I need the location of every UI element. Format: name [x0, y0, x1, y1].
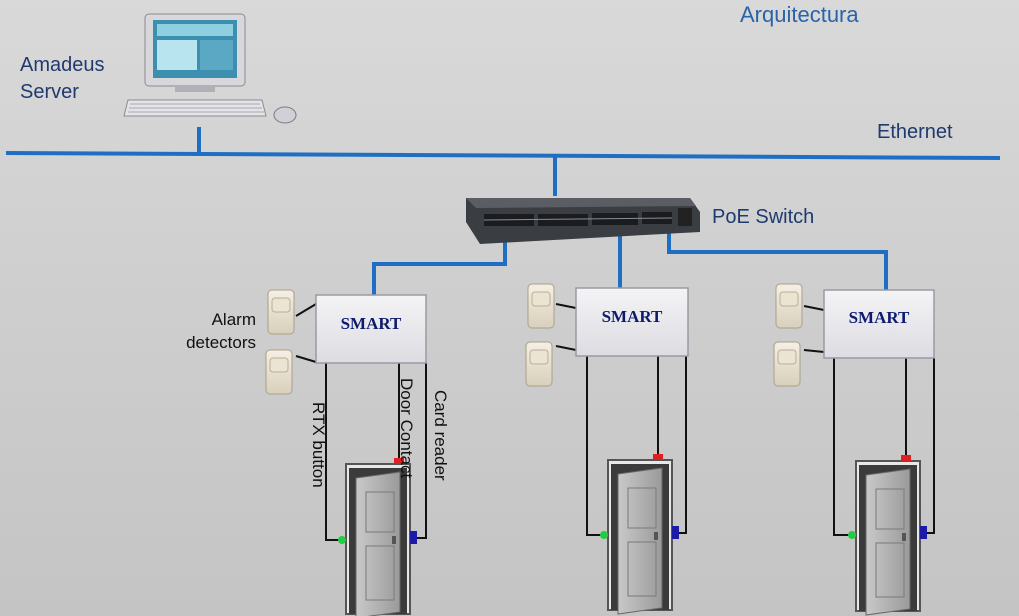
door-contact-sensor [394, 458, 404, 464]
door-panel [875, 542, 905, 598]
door-label-line2: Contact [397, 419, 416, 479]
door-handle [902, 533, 906, 541]
door-unit-1 [265, 289, 427, 616]
card-reader-device [410, 531, 417, 544]
page-title: Arquitectura [740, 2, 859, 27]
detector-wire [555, 303, 577, 309]
alarm-detector-icon [775, 283, 803, 329]
door-handle [392, 536, 396, 544]
detector-lens [779, 291, 799, 307]
smart-controller-box [315, 294, 427, 364]
door-label-line1: Door [397, 378, 416, 415]
smart-controller-label-3: SMART [848, 308, 910, 327]
card-reader-device [920, 526, 927, 539]
ethernet-backbone [5, 127, 1001, 196]
detector-wire [803, 349, 825, 353]
rtx-wire [325, 363, 344, 541]
server-label-line1: Amadeus [20, 54, 105, 76]
switch-uplinks [372, 232, 888, 295]
rtx-button-led [338, 536, 346, 544]
poe-switch-label: PoE Switch [712, 206, 815, 228]
door-leaf [355, 471, 401, 616]
alarm-detector-icon [525, 341, 553, 387]
door-panel [365, 545, 395, 601]
smart-controller-label-2: SMART [601, 307, 663, 326]
detector-lens [269, 357, 289, 373]
door-contact-sensor [653, 454, 663, 460]
door-handle [654, 532, 658, 540]
rtx-button-led [848, 531, 856, 539]
computer-icon [123, 13, 297, 124]
door-panel [627, 541, 657, 597]
detector-wire [295, 355, 317, 363]
rtx-button-led [600, 531, 608, 539]
detector-lens [531, 291, 551, 307]
door-panel [365, 491, 395, 533]
alarm-detector-icon [265, 349, 293, 395]
card-reader-wire [922, 358, 935, 534]
server-label-line2: Server [20, 81, 79, 103]
door-panel [627, 487, 657, 529]
door-unit-2 [525, 283, 689, 615]
poe-switch-icon [466, 198, 700, 244]
detector-lens [271, 297, 291, 313]
detector-wire [555, 345, 577, 351]
card-reader-label: Card reader [431, 390, 450, 481]
alarm-detector-icon [267, 289, 295, 335]
smart-controller-box [823, 289, 935, 359]
alarm-detector-icon [773, 341, 801, 387]
door-contact-sensor [901, 455, 911, 461]
server-label: Amadeus Server [20, 52, 150, 106]
detector-wire [803, 305, 825, 311]
alarm-detectors-label: Alarm detectors [176, 308, 256, 354]
rtx-button-label: RTX button [309, 402, 328, 488]
ethernet-label: Ethernet [877, 121, 953, 143]
smart-controller-box [575, 287, 689, 357]
alarm-label-line1: Alarm [211, 310, 256, 329]
alarm-label-line2: detectors [186, 333, 256, 352]
detector-lens [529, 349, 549, 365]
detector-lens [777, 349, 797, 365]
door-panel [875, 488, 905, 530]
detector-wire [295, 303, 317, 317]
card-reader-wire [674, 356, 687, 534]
rtx-wire [586, 356, 606, 536]
door-leaf [865, 468, 911, 616]
alarm-detector-icon [527, 283, 555, 329]
door-contact-label: Door Contact [374, 378, 416, 478]
door-unit-3 [773, 283, 935, 616]
rtx-wire [833, 358, 854, 536]
door-leaf [617, 467, 663, 615]
card-reader-device [672, 526, 679, 539]
smart-controller-label-1: SMART [340, 314, 402, 333]
